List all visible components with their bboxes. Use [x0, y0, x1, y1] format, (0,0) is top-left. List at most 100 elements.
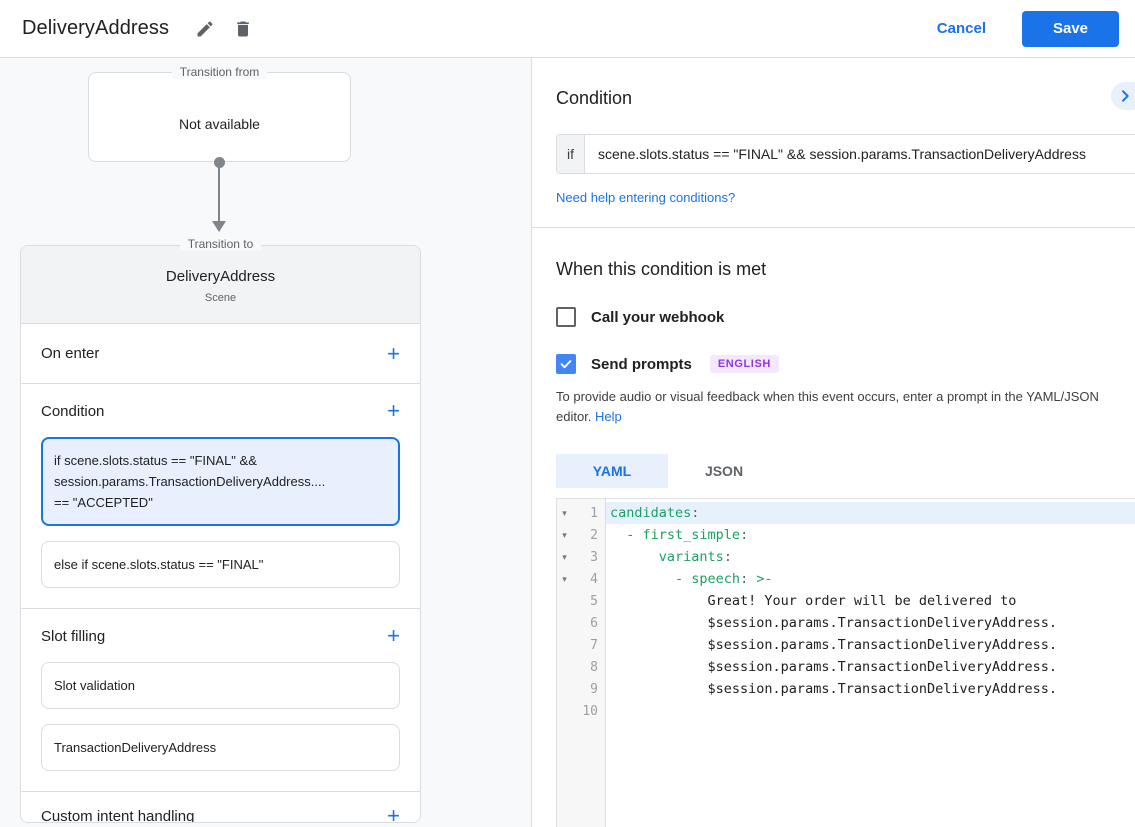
- gutter-line: 5: [557, 590, 605, 612]
- yaml-text-token: Great! Your order will be delivered to: [610, 593, 1017, 609]
- transition-from-value: Not available: [179, 116, 260, 132]
- yaml-punct-token: :: [740, 571, 749, 587]
- scene-diagram-panel: Transition from Not available DeliveryAd…: [0, 58, 532, 827]
- gutter-line: 7: [557, 634, 605, 656]
- line-number: 4: [590, 571, 598, 587]
- code-line[interactable]: Great! Your order will be delivered to: [606, 590, 1135, 612]
- fold-arrow-icon[interactable]: ▾: [562, 507, 567, 518]
- fold-arrow-icon[interactable]: ▾: [562, 551, 567, 562]
- connector-dot: [214, 157, 225, 168]
- on-enter-row[interactable]: On enter +: [21, 324, 420, 384]
- line-number: 2: [590, 527, 598, 543]
- help-link[interactable]: Help: [595, 409, 622, 424]
- description-line: To provide audio or visual feedback when…: [556, 389, 1099, 404]
- if-prefix: if: [557, 135, 585, 173]
- webhook-label: Call your webhook: [591, 308, 725, 326]
- add-condition-icon[interactable]: +: [387, 398, 400, 423]
- condition-detail-panel: Condition if scene.slots.status == "FINA…: [532, 58, 1135, 827]
- yaml-text-token: $session.params.TransactionDeliveryAddre…: [610, 659, 1058, 675]
- scene-card-header: DeliveryAddress Scene: [21, 246, 420, 324]
- transition-to-label: Transition to: [179, 237, 262, 251]
- gutter-line[interactable]: ▾4: [557, 568, 605, 590]
- condition-expression-input[interactable]: if scene.slots.status == "FINAL" && sess…: [556, 134, 1135, 174]
- send-prompts-checkbox-row[interactable]: Send prompts ENGLISH: [556, 354, 1135, 374]
- condition-expression-value[interactable]: scene.slots.status == "FINAL" && session…: [598, 146, 1086, 162]
- line-number: 5: [590, 593, 598, 609]
- description-line: editor.: [556, 409, 592, 424]
- yaml-text-token: [610, 571, 675, 587]
- code-line[interactable]: $session.params.TransactionDeliveryAddre…: [606, 612, 1135, 634]
- add-slot-icon[interactable]: +: [387, 623, 400, 648]
- condition-line: session.params.TransactionDeliveryAddres…: [54, 474, 326, 489]
- collapse-panel-button[interactable]: [1111, 82, 1135, 110]
- yaml-punct-token: :: [723, 549, 732, 565]
- condition-line: if scene.slots.status == "FINAL" &&: [54, 453, 257, 468]
- editor-code-area[interactable]: candidates: - first_simple: variants: - …: [606, 499, 1135, 827]
- delete-scene-button[interactable]: [227, 13, 259, 45]
- line-number: 7: [590, 637, 598, 653]
- gutter-line: 6: [557, 612, 605, 634]
- slot-validation-item[interactable]: Slot validation: [41, 662, 400, 709]
- cancel-button[interactable]: Cancel: [936, 20, 986, 37]
- code-line[interactable]: variants:: [606, 546, 1135, 568]
- yaml-key-token: variants: [658, 549, 724, 565]
- yaml-punct-token: :: [691, 505, 700, 521]
- code-line[interactable]: $session.params.TransactionDeliveryAddre…: [606, 678, 1135, 700]
- page-title: DeliveryAddress: [22, 17, 170, 39]
- yaml-text-token: [610, 527, 626, 543]
- code-line[interactable]: [606, 700, 1135, 722]
- code-line[interactable]: - speech: >-: [606, 568, 1135, 590]
- add-custom-intent-icon[interactable]: +: [387, 803, 400, 823]
- transition-from-box: Transition from Not available: [88, 65, 351, 162]
- language-badge: ENGLISH: [709, 355, 779, 373]
- code-line[interactable]: - first_simple:: [606, 524, 1135, 546]
- fold-arrow-icon[interactable]: ▾: [562, 529, 567, 540]
- webhook-checkbox[interactable]: [556, 307, 576, 327]
- edit-title-button[interactable]: [189, 13, 221, 45]
- condition-line: == "ACCEPTED": [54, 495, 153, 510]
- editor-tabs: YAML JSON: [556, 454, 1135, 488]
- slot-filling-label: Slot filling: [41, 627, 106, 645]
- condition-section: Condition + if scene.slots.status == "FI…: [21, 384, 420, 609]
- code-line[interactable]: candidates:: [606, 502, 1135, 524]
- connector-line: [218, 166, 220, 222]
- prompt-description: To provide audio or visual feedback when…: [556, 387, 1135, 427]
- line-number: 6: [590, 615, 598, 631]
- tab-json[interactable]: JSON: [704, 463, 744, 479]
- condition-heading: Condition: [556, 88, 633, 108]
- save-button[interactable]: Save: [1022, 10, 1119, 47]
- gutter-line: 10: [557, 700, 605, 722]
- arrow-down-icon: [212, 221, 226, 232]
- scene-name: DeliveryAddress: [165, 268, 276, 285]
- line-number: 9: [590, 681, 598, 697]
- tab-yaml[interactable]: YAML: [556, 454, 668, 488]
- gutter-line[interactable]: ▾3: [557, 546, 605, 568]
- send-prompts-checkbox[interactable]: [556, 354, 576, 374]
- custom-intent-handling-row[interactable]: Custom intent handling +: [21, 792, 420, 823]
- yaml-key-token: candidates: [610, 505, 692, 521]
- condition-item-selected[interactable]: if scene.slots.status == "FINAL" && sess…: [41, 437, 400, 526]
- line-number: 10: [582, 703, 598, 719]
- code-line[interactable]: $session.params.TransactionDeliveryAddre…: [606, 656, 1135, 678]
- send-prompts-label: Send prompts: [591, 355, 692, 373]
- when-met-heading: When this condition is met: [556, 259, 767, 279]
- add-on-enter-icon[interactable]: +: [387, 340, 400, 366]
- yaml-key-token: >-: [748, 571, 773, 587]
- yaml-text-token: [610, 549, 659, 565]
- condition-item-else[interactable]: else if scene.slots.status == "FINAL": [41, 541, 400, 588]
- slot-item-transaction-delivery-address[interactable]: TransactionDeliveryAddress: [41, 724, 400, 771]
- condition-help-link[interactable]: Need help entering conditions?: [556, 190, 736, 205]
- header: DeliveryAddress Cancel Save: [0, 0, 1135, 58]
- code-line[interactable]: $session.params.TransactionDeliveryAddre…: [606, 634, 1135, 656]
- webhook-checkbox-row[interactable]: Call your webhook: [556, 307, 1135, 327]
- gutter-line[interactable]: ▾1: [557, 502, 605, 524]
- condition-section-label: Condition: [41, 402, 105, 420]
- scene-type-label: Scene: [204, 292, 237, 304]
- gutter-line[interactable]: ▾2: [557, 524, 605, 546]
- gutter-line: 8: [557, 656, 605, 678]
- line-number: 8: [590, 659, 598, 675]
- fold-arrow-icon[interactable]: ▾: [562, 573, 567, 584]
